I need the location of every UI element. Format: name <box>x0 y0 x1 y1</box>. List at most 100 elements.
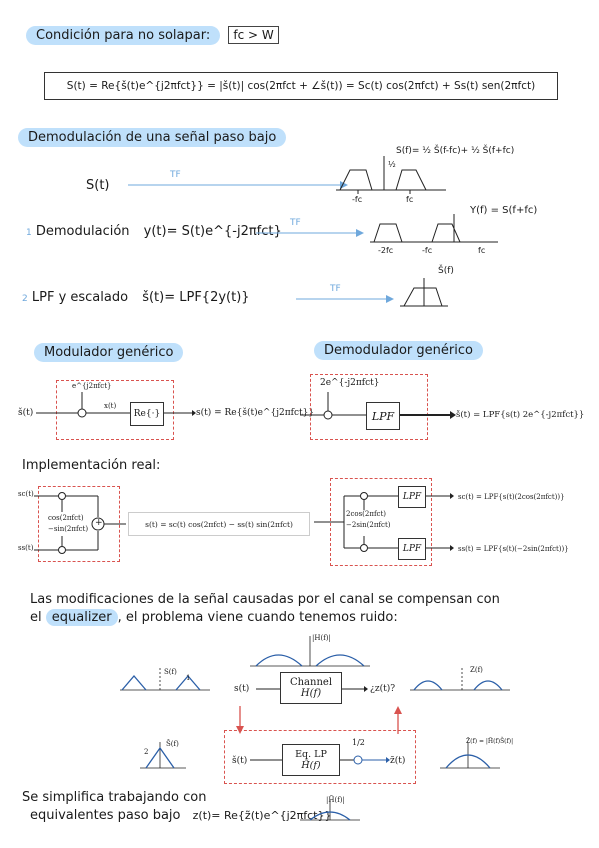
demodulator-title: Demodulador genérico <box>314 341 483 360</box>
sf-label-ch: S(f) <box>164 668 177 676</box>
main-equation-box: S(t) = Re{š(t)e^{j2πfct}} = |š(t)| cos(2… <box>44 72 558 100</box>
footer-eq: z(t)= Re{z̃(t)e^{j2πfct}} <box>192 809 332 822</box>
channel-block: Channel H(f) <box>280 672 342 704</box>
neg-fc-label-2: -fc <box>422 246 433 255</box>
tf-label-3: TF <box>330 284 341 294</box>
eq-wires <box>250 755 390 765</box>
channel-wires <box>256 686 368 692</box>
spectrum-plot-1 <box>336 156 446 194</box>
equalizer-highlight: equalizer <box>45 609 118 626</box>
impl-ss-in: ss(t) <box>18 544 34 552</box>
mod-output: s(t) = Re{š(t)e^{j2πfct}} <box>196 408 315 418</box>
step1-eq: y(t)= S(t)e^{-j2πfct} <box>143 224 282 239</box>
half-label: ½ <box>388 160 396 169</box>
yf-eq: Y(f) = S(f+fc) <box>470 205 538 216</box>
equalizer-box <box>224 730 416 784</box>
step2-row: 2 LPF y escalado š(t)= LPF{2y(t)} <box>22 290 250 305</box>
step1-label: Demodulación <box>35 224 130 239</box>
demodulator-box <box>310 374 428 440</box>
eq-sf-plot <box>140 742 186 769</box>
pos-fc-label: fc <box>406 195 414 204</box>
impl-cos: cos(2πfct) <box>48 514 84 522</box>
channel-note-el: el <box>30 610 42 625</box>
tf-label-1: TF <box>170 170 181 180</box>
impl-lpf2: LPF <box>398 538 426 560</box>
eq-zf-plot <box>440 742 500 769</box>
channel-block-1: Channel <box>289 677 333 688</box>
footer-line2: equivalentes paso bajo <box>30 808 181 823</box>
condition-label: Condición para no solapar: <box>26 26 221 45</box>
two-label: 2 <box>144 748 149 756</box>
modulator-wires <box>36 392 196 418</box>
hf-label: |H(f)| <box>312 634 331 642</box>
condition-value: fc > W <box>228 26 279 44</box>
main-equation: S(t) = Re{š(t)e^{j2πfct}} = |š(t)| cos(2… <box>66 80 536 92</box>
demodulator-wires <box>300 392 456 420</box>
tf-arrow-2 <box>256 229 364 237</box>
ssf-label: Š(f) <box>166 740 179 748</box>
impl-sc-in: sc(t) <box>18 490 34 498</box>
sf-label: Š(f) <box>438 266 454 276</box>
one-label: 1 <box>186 674 191 682</box>
mod-input: š(t) <box>18 408 34 418</box>
impl-sin: −sin(2πfct) <box>48 525 89 533</box>
impl-cos2: 2cos(2πfct) <box>346 510 387 518</box>
eq-block-2: H̃(f) <box>301 760 321 771</box>
step2-eq: š(t)= LPF{2y(t)} <box>142 290 250 305</box>
impl-mod-wires <box>34 492 126 554</box>
htf-label: |H̃(f)| <box>326 796 345 804</box>
neg-2fc-label: -2fc <box>378 246 394 255</box>
neg-fc-label: -fc <box>352 195 363 204</box>
demod-lpf: LPF <box>366 402 400 430</box>
step2-num: 2 <box>22 294 28 304</box>
st-label: S(t) <box>86 178 110 193</box>
tf-arrow-3 <box>296 295 394 303</box>
demod-exp: 2e^{-j2πfct} <box>320 378 380 388</box>
channel-note-2: el equalizer, el problema viene cuando t… <box>30 609 398 626</box>
impl-plus: + <box>95 518 103 528</box>
tf-label-2: TF <box>290 218 301 228</box>
step1-num: 1 <box>26 228 32 238</box>
spectrum-eq: S(f)= ½ Š(f-fc)+ ½ Š(f+fc) <box>396 146 515 156</box>
impl-sc-out: sc(t) = LPF{s(t)(2cos(2πfct))} <box>458 493 565 501</box>
impl-sin2: −2sin(2πfct) <box>346 521 391 529</box>
eq-input: š(t) <box>232 756 248 766</box>
eq-block: Eq. LP H̃(f) <box>282 744 340 776</box>
demod-title: Demodulación de una señal paso bajo <box>18 128 287 147</box>
demod-output: š(t) = LPF{s(t) 2e^{-j2πfct}} <box>456 410 585 420</box>
modulator-box <box>56 380 174 440</box>
re-block: Re{·} <box>130 402 164 426</box>
footer-line1: Se simplifica trabajando con <box>22 790 207 805</box>
channel-note-rest: , el problema viene cuando tenemos ruido… <box>117 610 398 625</box>
channel-st: s(t) <box>234 684 250 694</box>
channel-hf-plot <box>250 636 370 667</box>
condition-row: Condición para no solapar: fc > W <box>26 26 279 45</box>
spectrum-plot-2 <box>370 214 498 243</box>
channel-block-2: H(f) <box>300 688 322 699</box>
channel-zf-plot <box>410 666 510 691</box>
step1-row: 1 Demodulación y(t)= S(t)e^{-j2πfct} <box>26 224 282 239</box>
impl-lpf1: LPF <box>398 486 426 508</box>
tf-arrow-1 <box>128 181 348 189</box>
channel-note-1: Las modificaciones de la señal causadas … <box>30 592 500 607</box>
step2-label: LPF y escalado <box>31 290 129 305</box>
demodulator-title-wrap: Demodulador genérico <box>314 341 483 360</box>
impl-st-eq: s(t) = sc(t) cos(2πfct) − ss(t) sin(2πfc… <box>128 512 310 536</box>
impl-ss-out: ss(t) = LPF{s(t)(−2sin(2πfct))} <box>458 545 569 553</box>
modulator-title: Modulador genérico <box>34 343 184 362</box>
channel-zt: ¿z(t)? <box>370 684 396 694</box>
spectrum-plot-3 <box>400 278 448 307</box>
eq-output: z̃(t) <box>390 756 406 766</box>
modulator-title-wrap: Modulador genérico <box>34 343 184 362</box>
zf-label: Z(f) <box>470 666 483 674</box>
pos-fc-label-2: fc <box>478 246 486 255</box>
eq-block-1: Eq. LP <box>295 749 327 760</box>
mod-exp: e^{j2πfct} <box>72 382 112 390</box>
ztf-label: Z̃(f) = |H̃(f)Š(f)| <box>466 738 514 745</box>
footer-htf-plot <box>300 800 360 821</box>
red-arrows <box>236 706 402 734</box>
impl-title: Implementación real: <box>22 458 161 473</box>
eq-half: 1/2 <box>352 738 365 747</box>
mod-xt: x(t) <box>104 402 117 410</box>
section-title-demod: Demodulación de una señal paso bajo <box>18 128 287 147</box>
